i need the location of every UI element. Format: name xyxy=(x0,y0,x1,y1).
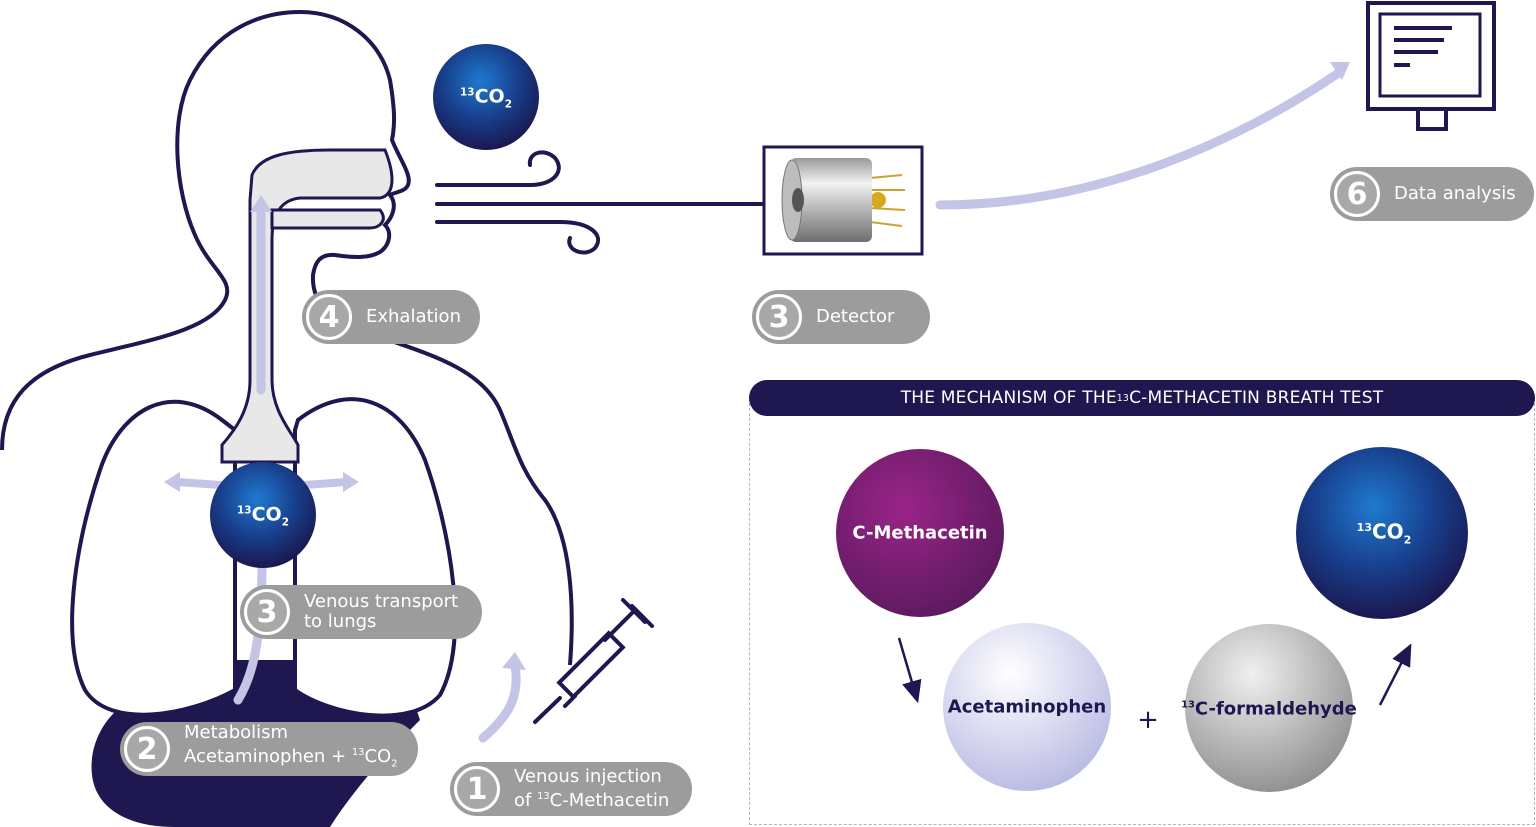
arrow-methacetin-to-acetaminophen xyxy=(897,637,922,704)
flow-arrow-lung-left xyxy=(174,478,224,489)
step-number: 3 xyxy=(756,294,802,340)
right-lung xyxy=(293,397,458,718)
step-number: 6 xyxy=(1334,171,1380,217)
formaldehyde-sphere xyxy=(1185,624,1353,792)
step-number: 2 xyxy=(124,726,170,772)
detector-sensor-icon xyxy=(781,158,906,242)
co2-sphere-label: 13CO2 xyxy=(1356,519,1412,547)
left-lung xyxy=(70,399,237,717)
acetaminophen-label: Acetaminophen xyxy=(947,696,1107,718)
mechanism-panel xyxy=(749,398,1535,825)
co2-sphere xyxy=(1296,447,1468,619)
flow-arrowhead-monitor xyxy=(1330,62,1350,80)
step-label: Data analysis xyxy=(1394,183,1516,204)
plus-sign: + xyxy=(1137,705,1159,735)
step-number: 1 xyxy=(454,766,500,812)
step-detector: 3 Detector xyxy=(752,290,930,344)
arrow-formaldehyde-to-co2 xyxy=(1378,643,1412,706)
step-data-analysis: 6 Data analysis xyxy=(1330,167,1534,221)
step-number: 4 xyxy=(306,294,352,340)
step-venous-transport: 3 Venous transport to lungs xyxy=(240,585,482,639)
co2-molecule-head xyxy=(433,44,539,150)
step-label: Detector xyxy=(816,306,895,327)
step-metabolism: 2 Metabolism Acetaminophen + 13CO2 xyxy=(120,722,418,776)
co2-label-lungs: 13CO2 xyxy=(237,503,289,529)
step-label: Venous transport to lungs xyxy=(304,591,459,632)
methacetin-label: C-Methacetin xyxy=(852,522,988,544)
step-label: Exhalation xyxy=(366,306,461,327)
flow-arrowhead-injection xyxy=(502,652,526,670)
flow-arrowhead-trachea xyxy=(250,195,272,212)
methacetin-sphere xyxy=(836,449,1004,617)
formaldehyde-label: 13C-formaldehyde xyxy=(1181,698,1357,720)
step-label: Metabolism Acetaminophen + 13CO2 xyxy=(184,722,398,770)
co2-label-head: 13CO2 xyxy=(460,85,512,111)
monitor-icon xyxy=(1366,1,1496,131)
flow-arrowhead-lung-left xyxy=(164,472,180,492)
breath-lines xyxy=(435,150,792,255)
flow-arrow-lung-right xyxy=(301,478,349,489)
flow-arrow-to-monitor xyxy=(935,67,1345,210)
step-venous-injection: 1 Venous injection of 13C-Methacetin xyxy=(450,762,692,816)
step-number: 3 xyxy=(244,589,290,635)
co2-molecule-lungs xyxy=(210,462,316,568)
flow-arrow-injection xyxy=(478,660,521,743)
mouth-passage xyxy=(270,208,385,230)
step-exhalation: 4 Exhalation xyxy=(302,290,480,344)
acetaminophen-sphere xyxy=(943,623,1111,791)
step-label: Venous injection of 13C-Methacetin xyxy=(514,766,670,811)
syringe-icon xyxy=(533,598,654,724)
flow-arrowhead-lung-right xyxy=(343,472,359,492)
body-outline xyxy=(0,9,574,666)
